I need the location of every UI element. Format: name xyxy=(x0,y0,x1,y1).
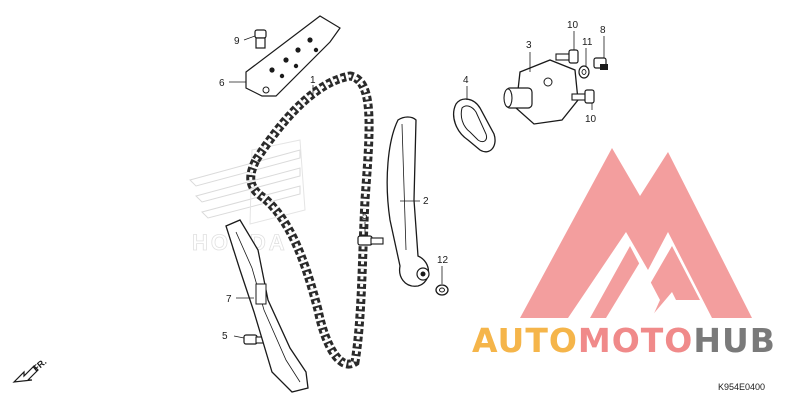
callout-8: 8 xyxy=(600,25,606,36)
bolt-10-lower xyxy=(571,89,595,104)
callout-1: 1 xyxy=(310,75,316,86)
callout-10-lower: 10 xyxy=(585,114,597,125)
watermark-word-auto: AUTO xyxy=(472,321,578,360)
callout-12: 12 xyxy=(437,255,449,266)
callout-5-upper: 5 xyxy=(362,211,368,222)
callout-2: 2 xyxy=(423,196,429,207)
callout-3: 3 xyxy=(526,40,532,51)
callout-6: 6 xyxy=(219,78,225,89)
callout-11: 11 xyxy=(582,37,593,48)
sealing-bolt-8 xyxy=(593,57,608,70)
front-arrow-icon xyxy=(12,365,39,383)
chain-guide-bracket xyxy=(245,15,341,97)
watermark-word-moto: MOTO xyxy=(578,321,693,360)
callout-5-lower: 5 xyxy=(222,331,228,342)
pivot-bolt-upper xyxy=(357,235,384,246)
washer-11 xyxy=(578,65,590,79)
cam-chain xyxy=(246,71,374,369)
watermark-logo: AUTOMOTOHUB xyxy=(472,148,776,360)
callouts: 9 6 1 2 5 12 7 5 3 4 10 11 8 10 xyxy=(219,20,606,342)
washer-12 xyxy=(435,284,449,296)
front-direction-indicator: FR. xyxy=(12,357,48,383)
bolt-10-upper xyxy=(555,49,579,64)
callout-4: 4 xyxy=(463,75,469,86)
leader-lines xyxy=(229,31,605,339)
tensioner-lifter xyxy=(503,59,579,125)
diagram-code: K954E0400 xyxy=(718,382,765,392)
watermark-word-hub: HUB xyxy=(693,321,776,360)
lower-chain-guide xyxy=(225,219,309,393)
watermark-text: AUTOMOTOHUB xyxy=(472,321,776,360)
callout-7: 7 xyxy=(226,294,232,305)
callout-9: 9 xyxy=(234,36,240,47)
gasket-4 xyxy=(453,98,496,153)
tensioner-arm xyxy=(386,116,430,287)
callout-10-upper: 10 xyxy=(567,20,579,31)
watermark-triangle-icon xyxy=(520,148,752,318)
bolt-9 xyxy=(254,29,267,49)
